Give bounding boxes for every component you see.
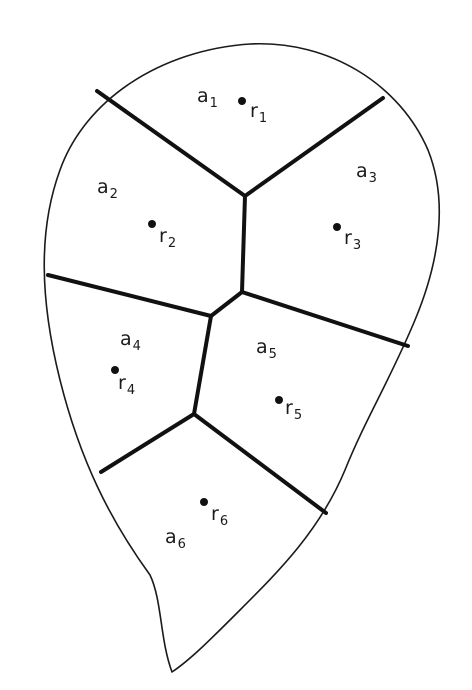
site-point-2 bbox=[148, 220, 156, 228]
region-2: a2 r2 bbox=[97, 176, 176, 251]
site-label-3: r3 bbox=[344, 227, 361, 253]
area-label-2: a2 bbox=[97, 176, 118, 202]
site-point-4 bbox=[111, 366, 119, 374]
site-label-1: r1 bbox=[250, 100, 267, 126]
area-label-1: a1 bbox=[197, 85, 218, 111]
area-label-4: a4 bbox=[120, 328, 141, 354]
edge-5-6 bbox=[192, 412, 328, 515]
region-1: a1 r1 bbox=[197, 85, 267, 126]
site-point-6 bbox=[200, 498, 208, 506]
site-label-5: r5 bbox=[285, 397, 302, 423]
region-4: a4 r4 bbox=[111, 328, 141, 398]
area-label-5: a5 bbox=[256, 336, 277, 362]
edge-1-3 bbox=[243, 96, 385, 198]
edge-1-2 bbox=[95, 89, 247, 198]
region-3: a3 r3 bbox=[333, 160, 377, 253]
edge-2-3 bbox=[240, 194, 247, 294]
area-label-3: a3 bbox=[356, 160, 377, 186]
edge-4-6 bbox=[99, 412, 196, 474]
site-label-6: r6 bbox=[211, 503, 228, 529]
edge-4-5 bbox=[192, 314, 213, 416]
region-5: a5 r5 bbox=[256, 336, 302, 423]
cell-edges bbox=[46, 89, 410, 515]
site-point-1 bbox=[238, 97, 246, 105]
site-point-3 bbox=[333, 223, 341, 231]
edge-3-5 bbox=[240, 290, 410, 348]
region-6: r6 a6 bbox=[165, 498, 228, 552]
edge-2-5 bbox=[209, 290, 244, 318]
domain-boundary bbox=[43, 43, 441, 673]
site-label-2: r2 bbox=[159, 225, 176, 251]
site-point-5 bbox=[275, 396, 283, 404]
area-label-6: a6 bbox=[165, 526, 186, 552]
site-label-4: r4 bbox=[118, 372, 135, 398]
edge-2-4 bbox=[46, 273, 213, 318]
